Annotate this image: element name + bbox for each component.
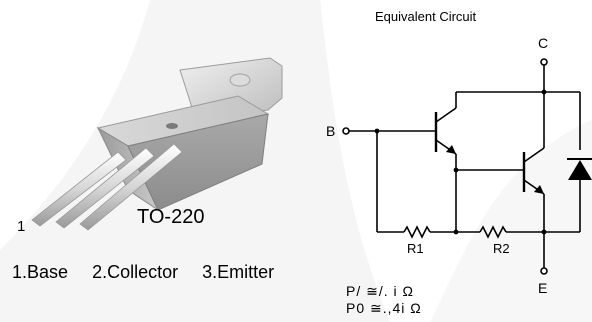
resistor-r2 [479, 225, 507, 239]
transistor-q1 [434, 92, 457, 155]
pin-base-label: 1.Base [12, 262, 69, 282]
base-label: B [326, 123, 336, 139]
r2-value-formula: P0 ≅.,4i Ω [346, 300, 422, 316]
r1-label: R1 [407, 241, 424, 256]
r1-value-formula: P/ ≅/. i Ω [346, 283, 414, 299]
pin-collector-label: 2.Collector [92, 262, 179, 282]
base-terminal [342, 127, 350, 135]
pin-emitter-label: 3.Emitter [202, 262, 275, 282]
emitter-terminal [540, 267, 548, 275]
pin-one-marker: 1 [17, 218, 26, 235]
emitter-label: E [538, 280, 548, 296]
package-leads [31, 143, 183, 231]
collector-label: C [538, 35, 549, 51]
pin-list: 1.Base 2.Collector 3.Emitter [12, 262, 274, 283]
package-name: TO-220 [137, 206, 205, 228]
transistor-q2 [522, 92, 545, 195]
circuit-title: Equivalent Circuit [375, 9, 477, 24]
to220-package-drawing [31, 57, 283, 231]
plastic-body [96, 95, 270, 212]
collector-terminal [540, 58, 548, 66]
resistor-r1 [403, 225, 431, 239]
r2-label: R2 [493, 241, 510, 256]
protection-diode [567, 158, 592, 180]
